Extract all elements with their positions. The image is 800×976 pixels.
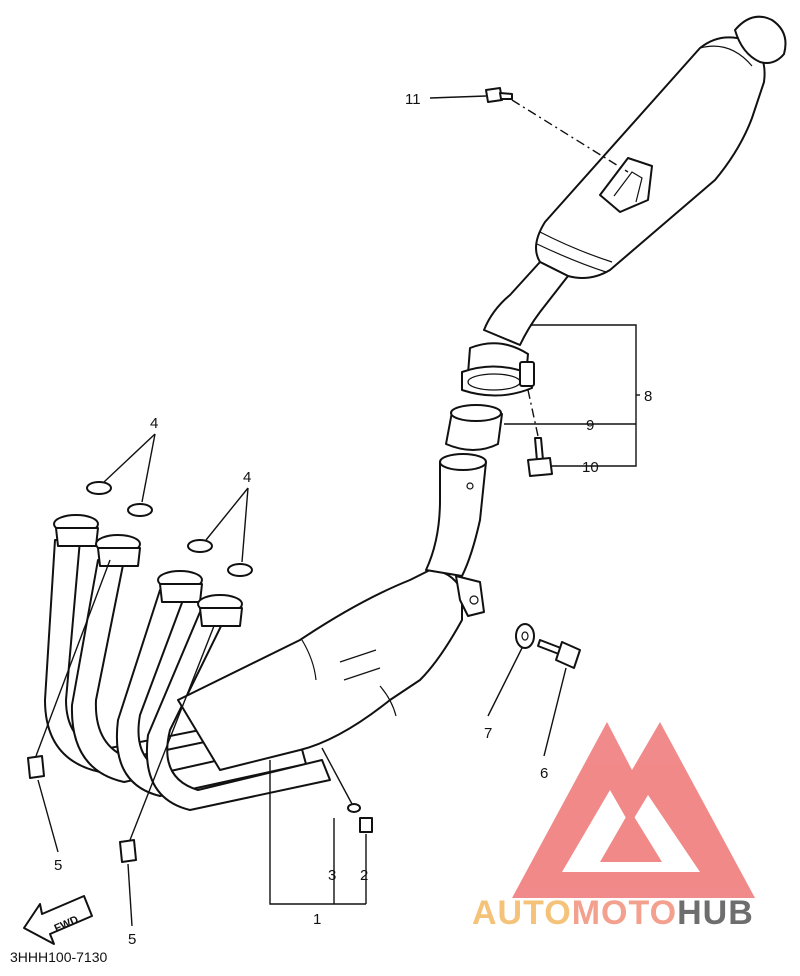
- callout-3: 3: [328, 867, 336, 884]
- header-riser-pipe: [425, 456, 487, 577]
- port-gasket-4: [227, 563, 253, 577]
- muffler-inlet-pipe: [483, 261, 569, 346]
- callout-4a: 4: [150, 415, 158, 432]
- watermark-hub: HUB: [677, 894, 754, 932]
- watermark-inner-triangle-icon: [600, 810, 662, 862]
- callout-5b: 5: [128, 931, 136, 948]
- callout-10: 10: [582, 459, 599, 476]
- header-flange-1: [53, 514, 99, 547]
- leader-6: [543, 667, 567, 757]
- sensor-washer: [347, 803, 361, 813]
- muffler-clamp-lug: [519, 361, 535, 387]
- callout-5a: 5: [54, 857, 62, 874]
- muffler-seam-line-2: [536, 243, 607, 273]
- leader-10-dashed: [527, 389, 539, 437]
- leader-5a-dashed: [35, 559, 111, 757]
- header-collector-detail: [339, 649, 381, 681]
- header-collector-band: [301, 639, 397, 717]
- clamp-bolt: [527, 437, 553, 477]
- fwd-arrow-icon: FWD: [23, 895, 93, 945]
- header-nut-1: [27, 755, 45, 779]
- header-riser-opening: [439, 453, 487, 471]
- callout-2: 2: [360, 867, 368, 884]
- header-nuts: [27, 755, 137, 863]
- leader-4a-1: [103, 433, 156, 483]
- leader-lines: [35, 95, 640, 927]
- header-flange-3: [157, 570, 203, 603]
- port-gasket-1: [86, 481, 112, 495]
- callout-4b: 4: [243, 469, 251, 486]
- muffler-body: [535, 36, 766, 279]
- leader-7: [487, 647, 523, 717]
- leader-5b-dashed: [129, 625, 215, 841]
- muffler-seam-line: [539, 231, 613, 263]
- exhaust-header-assembly: [44, 453, 487, 811]
- watermark-triangle-icon: [512, 722, 755, 898]
- mount-washer: [515, 623, 535, 649]
- callout-labels: 11 8 9 10 4 4 7 6 5 5 3 2 1: [54, 91, 652, 948]
- header-nut-2: [119, 839, 137, 863]
- muffler-bracket: [599, 157, 653, 213]
- callout-6: 6: [540, 765, 548, 782]
- watermark-text: AUTOMOTOHUB: [472, 894, 754, 932]
- port-gasket-3: [187, 539, 213, 553]
- gasket-sleeve: [445, 404, 503, 451]
- callout-7: 7: [484, 725, 492, 742]
- header-flange-4: [197, 594, 243, 627]
- leader-11-dashed: [511, 99, 629, 173]
- header-collector: [177, 569, 463, 771]
- watermark-logo: [512, 722, 755, 898]
- callout-1: 1: [313, 911, 321, 928]
- diagram-code: 3HHH100-7130: [10, 949, 107, 965]
- header-flange-2: [95, 534, 141, 567]
- muffler-end-cap-ring: [699, 45, 753, 67]
- muffler-bracket-detail: [613, 171, 643, 203]
- callout-11: 11: [405, 91, 421, 108]
- leader-11: [429, 95, 487, 99]
- muffler-bolt: [485, 87, 513, 103]
- leader-5a: [37, 779, 59, 853]
- leader-4a-2: [141, 433, 156, 503]
- port-gasket-2: [127, 503, 153, 517]
- header-mount-hole: [469, 595, 479, 605]
- muffler-tailpipe: [734, 15, 787, 64]
- leader-8-bracket: [530, 324, 637, 467]
- leader-4b-2: [241, 487, 249, 563]
- header-sensor-hole: [466, 482, 474, 490]
- watermark-auto: AUTO: [472, 894, 572, 932]
- callout-8: 8: [644, 388, 652, 405]
- mount-bolt: [537, 639, 581, 669]
- muffler: [461, 15, 787, 397]
- exhaust-port-gaskets: [86, 481, 253, 577]
- watermark-moto: MOTO: [572, 894, 677, 932]
- leader-4b-1: [205, 487, 249, 541]
- leader-sensor-dashed: [321, 747, 353, 805]
- sensor-bolt: [359, 817, 373, 833]
- header-mount-bracket: [455, 575, 485, 617]
- header-pipe-4: [146, 611, 331, 811]
- callout-9: 9: [586, 417, 594, 434]
- leader-5b: [127, 863, 133, 927]
